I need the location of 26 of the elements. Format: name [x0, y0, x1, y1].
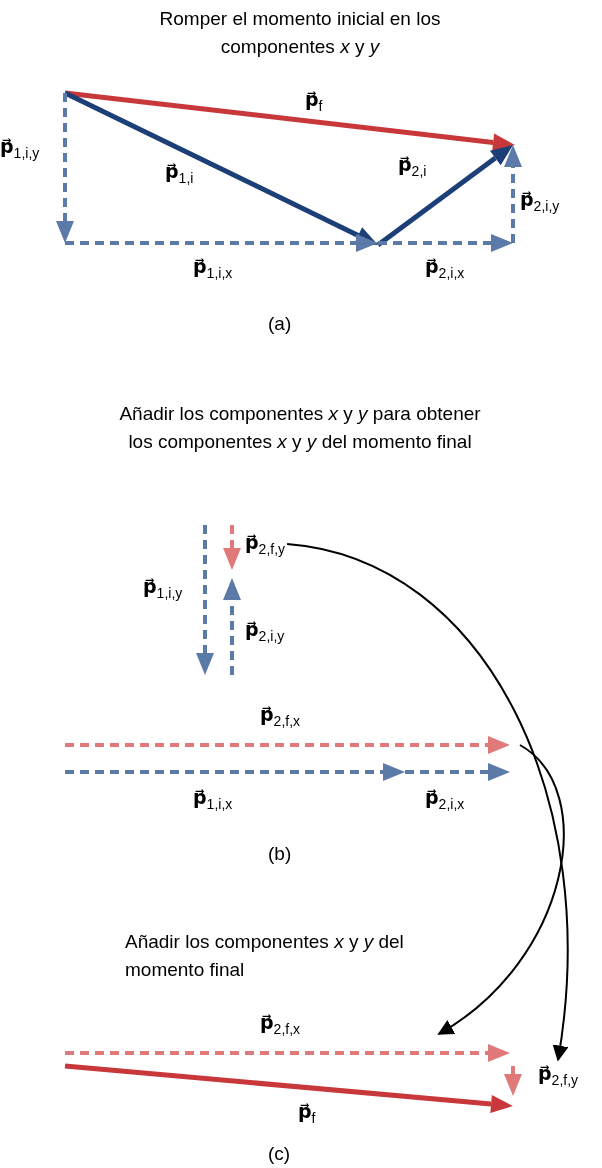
- figure-title: Añadir los componentes x y y para obtener los componentes x y y del momento final: [118, 402, 482, 454]
- component-arrow: [65, 1044, 510, 1062]
- vector-label: p⃗$_{1,i,x}$: [193, 255, 233, 281]
- vector-label: p⃗$_{2,i,y}$: [245, 618, 285, 644]
- panel-label: (b): [268, 842, 292, 866]
- vector-label: p⃗$_{f}$: [298, 1100, 316, 1126]
- vector-label: p⃗$_{2,f,y}$: [538, 1062, 579, 1088]
- vector-label: p⃗$_{2,i,y}$: [520, 188, 560, 214]
- curved-arrow: [286, 542, 569, 1062]
- vector-label: p⃗$_{1,i}$: [165, 160, 194, 186]
- figure-title: Añadir los componentes x y y del momento final: [125, 930, 405, 982]
- vector-label: p⃗$_{2,f,x}$: [260, 1011, 301, 1037]
- vector-label: p⃗$_{2,i}$: [398, 153, 427, 179]
- vector-label: p⃗$_{f}$: [305, 88, 323, 114]
- panel-label: (a): [268, 312, 292, 336]
- component-arrow: [65, 736, 510, 754]
- vector-label: p⃗$_{1,i,x}$: [193, 786, 233, 812]
- vector-label: p⃗$_{2,i,x}$: [425, 255, 465, 281]
- curved-arrow: [437, 744, 565, 1035]
- vector-label: p⃗$_{2,f,x}$: [260, 703, 301, 729]
- vector-label: p⃗$_{2,i,x}$: [425, 786, 465, 812]
- vector-label: p⃗$_{1,i,y}$: [143, 575, 183, 601]
- panel-label: (c): [268, 1142, 291, 1166]
- vector-label: p⃗$_{1,i,y}$: [0, 135, 40, 161]
- vector-label: p⃗$_{2,f,y}$: [245, 531, 286, 557]
- figure-title: Romper el momento inicial en los componentes x y y: [158, 7, 442, 59]
